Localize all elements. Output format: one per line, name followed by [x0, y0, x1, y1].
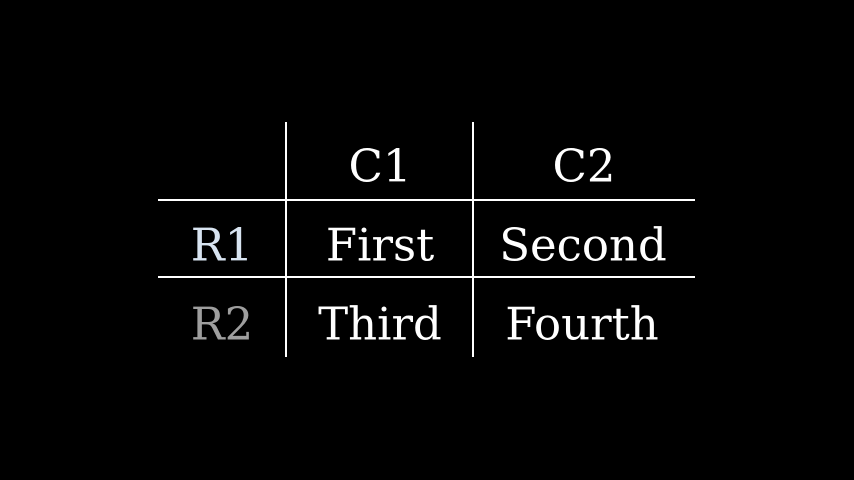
- table-cell-r2c2: Fourth: [505, 297, 659, 351]
- header-divider-line: [158, 199, 695, 202]
- row-header-r2: R2: [190, 297, 254, 351]
- table-cell-r2c1: Third: [318, 297, 442, 351]
- column-header-c1: C1: [348, 139, 412, 193]
- row-header-r1: R1: [190, 218, 254, 272]
- column-header-c2: C2: [552, 139, 616, 193]
- row-divider-line: [158, 276, 695, 279]
- table-cell-r1c2: Second: [499, 218, 667, 272]
- table-cell-r1c1: First: [325, 218, 435, 272]
- column-divider-line-1: [285, 122, 288, 357]
- column-divider-line-2: [472, 122, 475, 357]
